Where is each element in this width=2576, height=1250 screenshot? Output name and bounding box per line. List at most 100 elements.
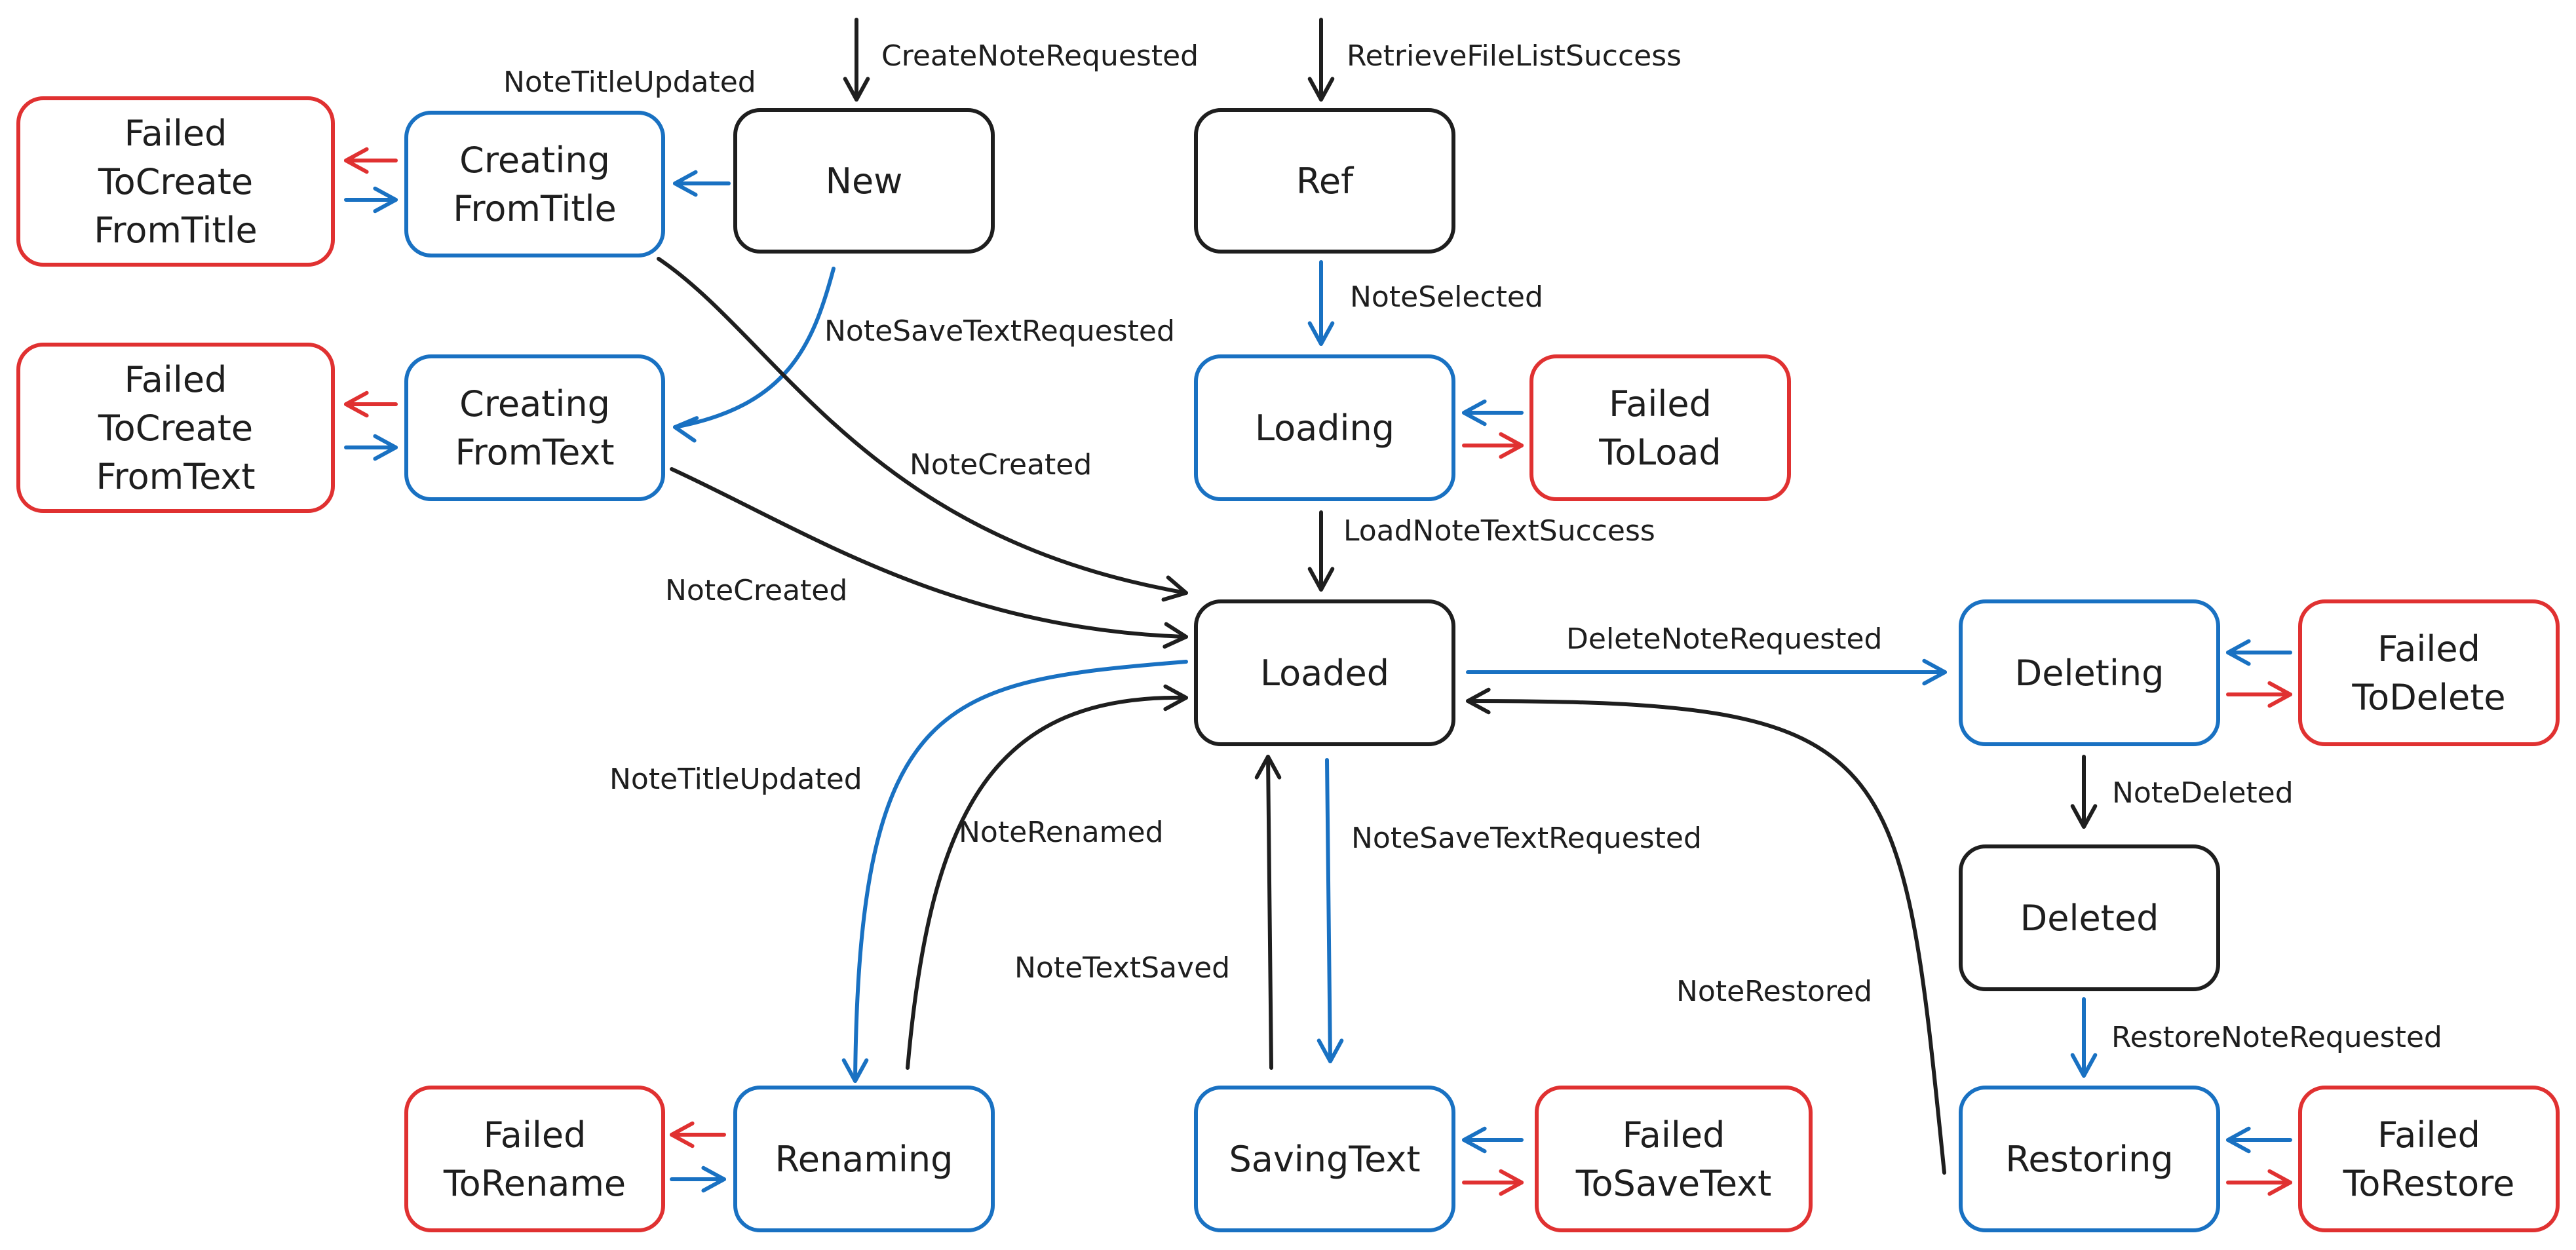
edge-deleting-to-failed — [2226, 681, 2292, 708]
arrow-head — [1462, 399, 1487, 426]
state-box — [1194, 599, 1455, 746]
state-label: Restoring — [2005, 1139, 2173, 1180]
state-box — [1959, 599, 2220, 746]
edge-ref-to-loading — [1307, 260, 1335, 346]
edge-deleted-to-restoring — [2070, 997, 2098, 1078]
state-box — [733, 1086, 995, 1232]
state-label: Deleting — [2015, 653, 2164, 694]
edge-restoring-to-failed — [2226, 1169, 2292, 1196]
state-label: Failed — [2377, 628, 2480, 670]
state-deleting: Deleting — [1959, 599, 2220, 746]
state-label: FromText — [455, 432, 615, 473]
edge-label-note-save-text-requested-top: NoteSaveTextRequested — [824, 314, 1175, 348]
state-label: ToRename — [443, 1163, 626, 1204]
edge-line — [906, 695, 1188, 1070]
state-label: Failed — [125, 359, 227, 400]
arrow-head — [2267, 1169, 2292, 1196]
state-label: Loading — [1255, 407, 1394, 449]
edge-label-note-title-updated-top: NoteTitleUpdated — [503, 66, 756, 99]
edge-restoring-to-loaded — [1466, 687, 1946, 1175]
edge-loading-to-loaded — [1307, 510, 1335, 592]
state-box — [2298, 599, 2560, 746]
edge-label-note-deleted: NoteDeleted — [2112, 776, 2294, 810]
edge-saving-to-failed — [1462, 1169, 1524, 1196]
arrow-head — [1499, 432, 1524, 459]
edge-label-note-selected: NoteSelected — [1350, 280, 1543, 314]
edge-label-retrieve-file-list-success: RetrieveFileListSuccess — [1347, 39, 1682, 73]
state-label: Loaded — [1260, 653, 1389, 694]
state-box — [1535, 1086, 1813, 1232]
edge-label-note-created-1: NoteCreated — [910, 448, 1092, 482]
state-box — [404, 1086, 665, 1232]
arrow-head — [841, 1058, 869, 1083]
arrow-head — [1466, 687, 1491, 715]
state-box — [1529, 354, 1791, 501]
state-label: Creating — [459, 140, 610, 181]
arrow-head — [670, 1121, 695, 1148]
arrow-head — [2267, 681, 2292, 708]
state-box — [1959, 844, 2220, 991]
state-label: Creating — [459, 383, 610, 425]
edge-loaded-to-renaming — [841, 660, 1188, 1083]
edge-labels: CreateNoteRequested RetrieveFileListSucce… — [503, 39, 2442, 1054]
state-box — [16, 343, 335, 513]
arrow-head — [1307, 321, 1335, 346]
state-saving-text: SavingText — [1194, 1086, 1455, 1232]
edge-create-note-requested — [843, 18, 870, 102]
state-restoring: Restoring — [1959, 1086, 2220, 1232]
edge-label-note-title-updated-bottom: NoteTitleUpdated — [609, 763, 862, 796]
arrow-head — [344, 147, 369, 174]
state-box — [733, 108, 995, 254]
edge-renaming-to-loaded — [906, 684, 1188, 1070]
arrow-head — [673, 416, 699, 443]
arrow-head — [2226, 1126, 2251, 1154]
state-label: ToCreate — [98, 161, 253, 202]
arrow-head — [1922, 658, 1947, 686]
state-label: ToSaveText — [1575, 1163, 1772, 1204]
edge-label-restore-note-requested: RestoreNoteRequested — [2111, 1021, 2442, 1054]
state-new: New — [733, 108, 995, 254]
state-label: SavingText — [1229, 1139, 1420, 1180]
state-label: Failed — [2377, 1114, 2480, 1156]
edges — [344, 18, 2292, 1196]
edge-label-note-text-saved: NoteTextSaved — [1014, 951, 1230, 985]
edge-label-create-note-requested: CreateNoteRequested — [881, 39, 1199, 73]
arrow-head — [701, 1165, 726, 1193]
state-label: ToDelete — [2351, 677, 2505, 718]
arrow-head — [1307, 567, 1335, 592]
arrow-head — [1462, 1126, 1487, 1154]
arrow-head — [373, 434, 398, 461]
arrow-head — [1317, 1038, 1344, 1063]
arrow-head — [1254, 755, 1282, 780]
state-loading: Loading — [1194, 354, 1455, 501]
edge-label-note-save-text-requested-bottom: NoteSaveTextRequested — [1351, 822, 1702, 855]
state-label: Failed — [484, 1114, 586, 1156]
edge-failed-to-creating-title — [344, 186, 398, 214]
state-label: ToLoad — [1598, 432, 1721, 473]
state-label: Renaming — [775, 1139, 953, 1180]
state-ref: Ref — [1194, 108, 1455, 254]
state-box — [1959, 1086, 2220, 1232]
state-box — [16, 96, 335, 267]
state-label: Ref — [1296, 161, 1355, 202]
state-label: Failed — [1609, 383, 1712, 425]
arrow-head — [2226, 639, 2251, 666]
edge-saving-to-loaded — [1254, 755, 1282, 1070]
arrow-head — [1163, 684, 1188, 711]
edge-renaming-to-failed — [670, 1121, 726, 1148]
edge-creating-text-to-failed — [344, 390, 398, 418]
edge-label-load-note-text-success: LoadNoteTextSuccess — [1343, 514, 1655, 548]
edge-label-delete-note-requested: DeleteNoteRequested — [1566, 622, 1882, 656]
edge-label-note-restored: NoteRestored — [1676, 975, 1872, 1008]
arrow-head — [344, 390, 369, 418]
arrow-head — [2070, 1053, 2098, 1078]
edge-creating-title-to-loaded — [657, 257, 1188, 602]
edge-failed-to-renaming — [670, 1165, 726, 1193]
